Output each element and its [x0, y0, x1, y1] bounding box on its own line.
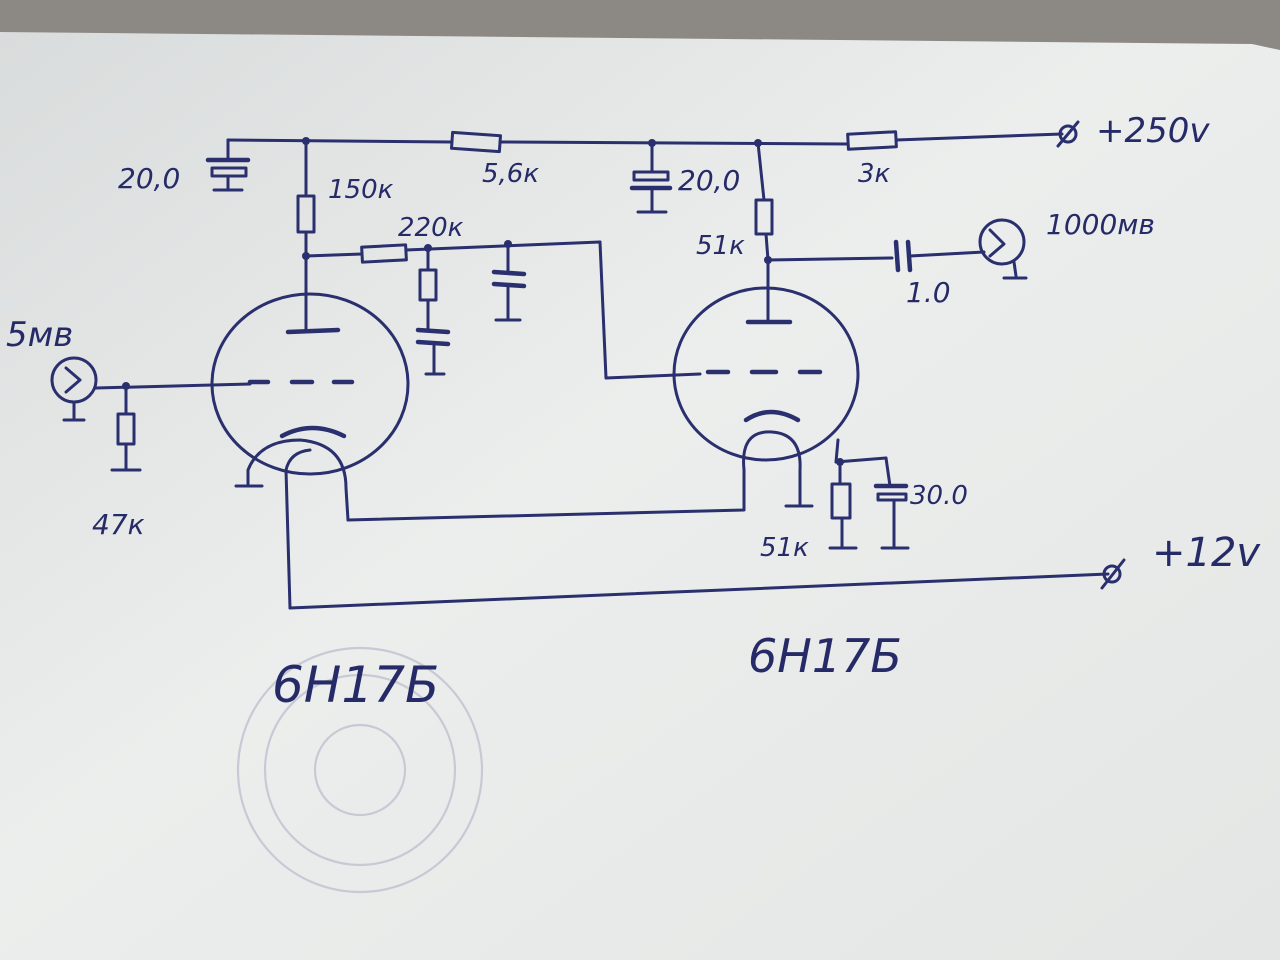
label-r-grid: 47к	[92, 508, 145, 541]
resistor-51k-plate	[754, 141, 774, 324]
label-c-second-decoupling: 20,0	[678, 164, 740, 197]
resistor-3k	[846, 130, 898, 151]
output-coupling	[766, 239, 986, 273]
label-tube-first: 6Н17Б	[272, 656, 439, 714]
label-supply-high: +250v	[1096, 111, 1210, 151]
cathode-network	[828, 456, 910, 550]
label-r-supply: 3к	[858, 159, 891, 189]
label-r-coupling: 220к	[398, 213, 464, 243]
label-output-level: 1000мв	[1046, 208, 1155, 241]
grid-filter-network	[415, 242, 527, 376]
label-c-output: 1.0	[906, 276, 951, 309]
output-meter[interactable]	[978, 218, 1028, 280]
resistor-47k	[110, 384, 142, 472]
label-r-plate-second: 51к	[696, 231, 745, 261]
label-r-cathode: 51к	[760, 533, 809, 563]
label-supply-low: +12v	[1152, 530, 1261, 576]
heater-wiring	[288, 468, 1110, 610]
capacitor-second-decoupling	[629, 141, 673, 214]
label-c-cathode: 30.0	[910, 481, 968, 511]
paper-sheet	[0, 32, 1280, 960]
label-r-decoupling: 5,6к	[482, 159, 539, 189]
label-input-level: 5мв	[6, 315, 73, 355]
resistor-5-6k	[450, 130, 502, 154]
faint-stamp	[236, 646, 484, 894]
capacitor-first-decoupling	[205, 138, 251, 192]
label-c-first-decoupling: 20,0	[118, 162, 180, 195]
interstage-wire	[598, 240, 702, 380]
label-r-plate-first: 150к	[328, 175, 394, 205]
tube-second	[672, 286, 860, 508]
tube-first	[210, 292, 410, 610]
terminal-250v[interactable]	[1056, 120, 1080, 148]
label-tube-second: 6Н17Б	[748, 629, 902, 683]
terminal-12v[interactable]	[1100, 558, 1126, 590]
